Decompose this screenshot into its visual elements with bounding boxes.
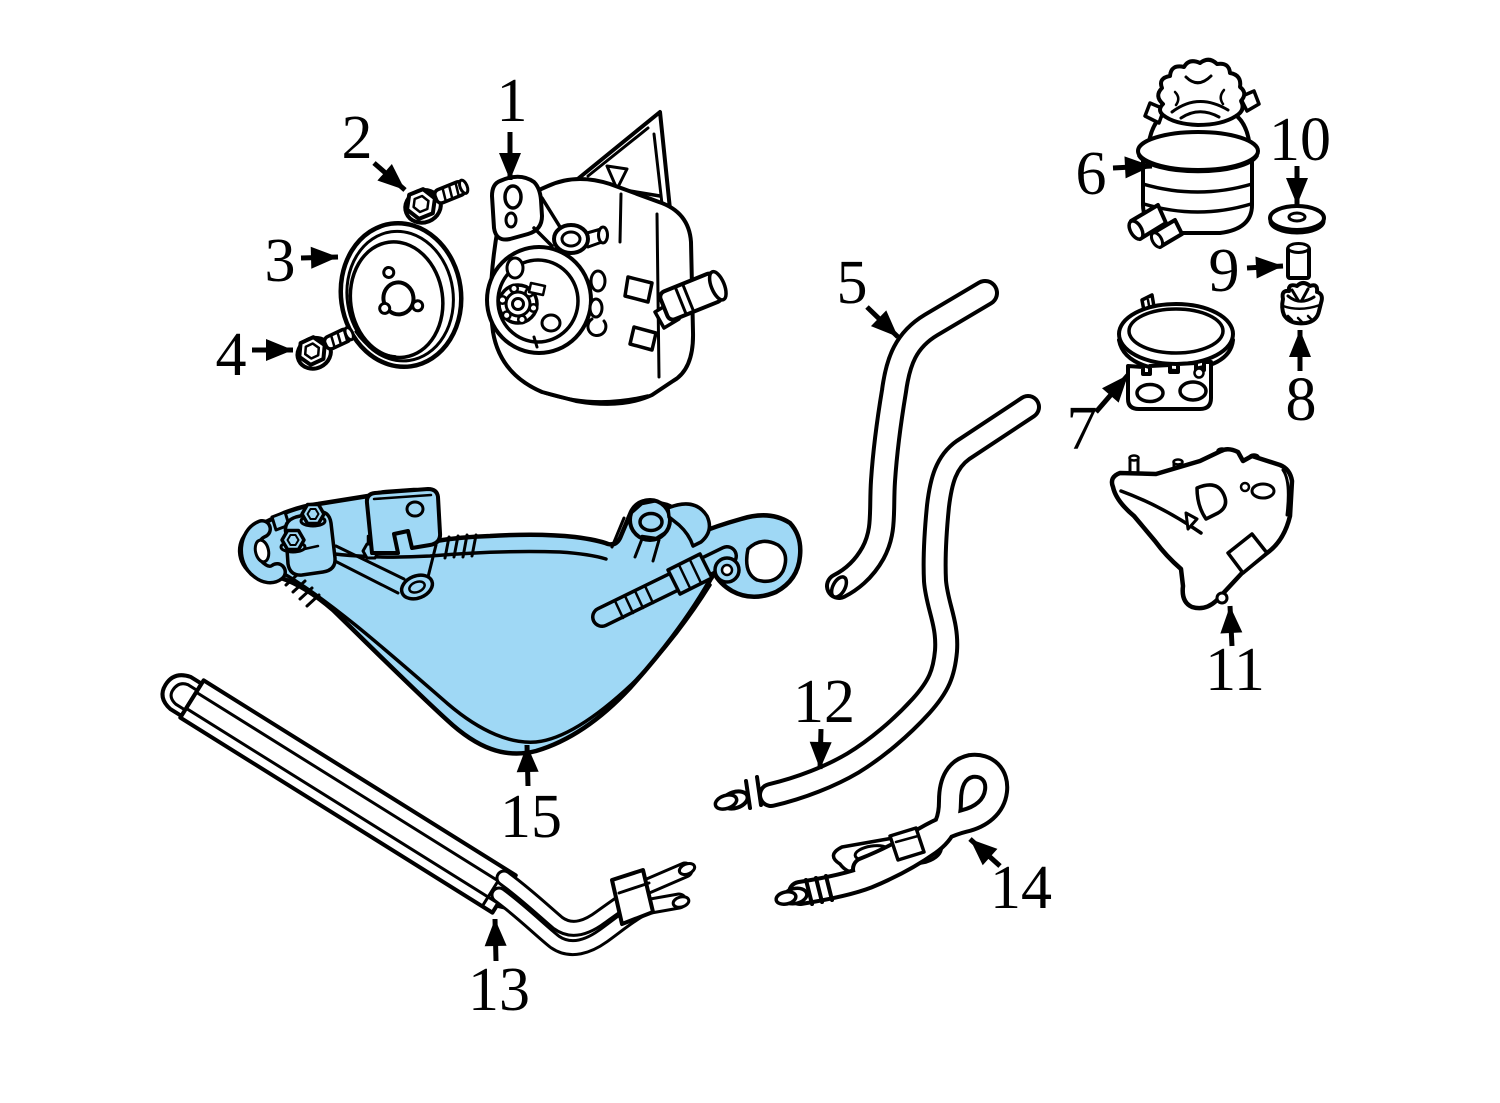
callout-arrow-9 (1246, 256, 1284, 279)
callout-arrow-13 (484, 918, 507, 962)
suction-hose-drawing (825, 279, 999, 600)
part-label-5[interactable]: 5 (836, 249, 868, 317)
part-label-10[interactable]: 10 (1269, 106, 1331, 174)
part-label-14[interactable]: 14 (990, 854, 1052, 922)
part-label-13[interactable]: 13 (468, 956, 530, 1024)
fluid-cooler-drawing (160, 673, 697, 957)
callout-arrow-6 (1112, 156, 1153, 179)
part-label-12[interactable]: 12 (793, 668, 855, 736)
callout-arrow-3 (300, 246, 339, 269)
part-label-15[interactable]: 15 (500, 783, 562, 851)
washer-drawing (1268, 204, 1326, 235)
grommet-drawing (1280, 281, 1324, 326)
pulley-bolt-drawing (403, 178, 470, 225)
callout-arrow-12 (809, 728, 832, 770)
part-label-6[interactable]: 6 (1075, 140, 1107, 208)
fluid-reservoir-drawing (1127, 57, 1261, 249)
callout-arrows (252, 132, 1311, 962)
callout-arrow-2 (372, 161, 407, 192)
support-bracket-drawing (1109, 447, 1295, 611)
pin-bushing-drawing (1286, 242, 1311, 280)
callout-arrow-5 (865, 305, 900, 339)
part-label-3[interactable]: 3 (264, 227, 296, 295)
pressure-hose-highlighted-drawing[interactable] (237, 487, 803, 756)
pulley-drawing (338, 220, 464, 370)
part-label-11[interactable]: 11 (1205, 636, 1265, 704)
part-label-9[interactable]: 9 (1208, 237, 1240, 305)
callout-arrow-7 (1094, 373, 1130, 414)
part-label-4[interactable]: 4 (215, 321, 247, 389)
reservoir-clamp-drawing (1117, 293, 1235, 411)
part-label-7[interactable]: 7 (1066, 395, 1098, 463)
cooler-hose-drawing (774, 752, 1010, 906)
part-label-1[interactable]: 1 (496, 67, 528, 135)
part-label-8[interactable]: 8 (1285, 366, 1317, 434)
part-label-2[interactable]: 2 (341, 104, 373, 172)
return-hose-drawing (713, 394, 1041, 811)
power-steering-pump-drawing (485, 110, 728, 406)
callout-arrow-15 (516, 744, 539, 787)
callout-arrow-14 (968, 837, 1002, 868)
callout-arrow-11 (1220, 605, 1243, 647)
mount-bolt-drawing (295, 326, 355, 371)
